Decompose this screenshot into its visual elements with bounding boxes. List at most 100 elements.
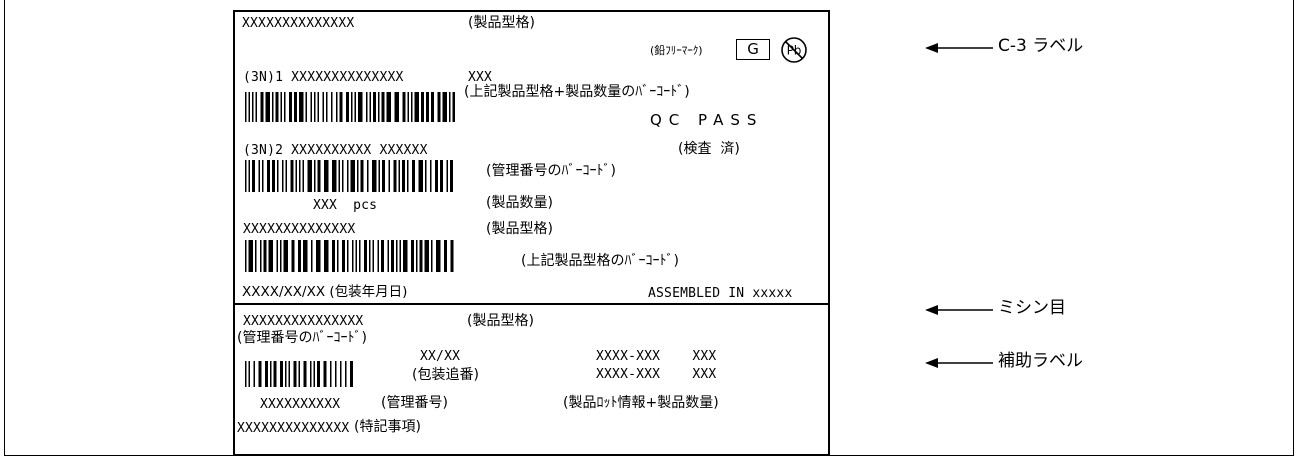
barcode-bar	[280, 92, 282, 122]
barcode-bar	[245, 240, 247, 272]
barcode-bar	[364, 240, 367, 272]
barcode-bar	[418, 160, 423, 192]
special-notes: XXXXXXXXXXXXXX	[237, 421, 350, 436]
assembled-in: ASSEMBLED IN xxxxx	[648, 286, 793, 301]
barcode-bar	[323, 361, 327, 387]
barcode-bar	[310, 92, 312, 122]
barcode-bar	[446, 160, 448, 192]
barcode-bar	[311, 240, 313, 272]
barcode-bar	[324, 240, 329, 272]
barcode-bar	[382, 160, 385, 192]
barcode-bar	[272, 160, 275, 192]
barcode-bar	[285, 361, 287, 387]
barcode-bar	[386, 92, 391, 122]
barcode-bar	[437, 92, 441, 122]
callout-c3-label: C-3 ラベル	[998, 36, 1084, 56]
barcode-bar	[381, 240, 384, 272]
packing-date: XXXX/XX/XX (包装年月日)	[242, 284, 408, 300]
barcode-bar	[332, 160, 337, 192]
barcode-bar	[452, 92, 455, 122]
barcode-bar	[339, 92, 343, 122]
barcode-bar	[442, 92, 447, 122]
barcode-bar	[317, 92, 319, 122]
barcode-bar	[373, 92, 376, 122]
line-3n1: (3N)1 XXXXXXXXXXXXXX	[243, 70, 404, 85]
barcode2-note: (管理番号のﾊﾞｰｺｰﾄﾞ)	[486, 163, 616, 179]
barcode-bar	[424, 240, 429, 272]
lead-free-label: (鉛ﾌﾘｰﾏｰｸ)	[650, 44, 703, 57]
barcode-bar	[324, 160, 329, 192]
barcode-bar	[299, 92, 304, 122]
barcode-bar	[350, 361, 353, 387]
lot-info-note: (製品ﾛｯﾄ情報+製品数量)	[563, 395, 719, 411]
c3-label-arrow	[925, 43, 993, 53]
barcode-bar	[444, 240, 447, 272]
barcode-bar	[407, 92, 409, 122]
barcode-bar	[393, 160, 397, 192]
pack-seq-note: (包装追番)	[412, 367, 479, 383]
lead-free-g-mark: G	[736, 39, 770, 60]
barcode-bar	[381, 92, 385, 122]
quantity-pcs: XXX pcs	[313, 198, 378, 213]
barcode-bar	[402, 92, 406, 122]
barcode-bar	[265, 92, 270, 122]
model-code: XXXXXXXXXXXXXX	[242, 16, 355, 31]
pb-free-icon: Pb	[781, 37, 807, 63]
barcode-bar	[316, 240, 321, 272]
barcode-bar	[262, 160, 264, 192]
barcode-bar	[411, 240, 414, 272]
barcode-bar	[291, 240, 295, 272]
barcode-bar	[407, 160, 409, 192]
mgmt-number: XXXXXXXXXX	[260, 397, 341, 412]
barcode-bar	[267, 160, 270, 192]
barcode-bar	[388, 160, 390, 192]
barcode-bar	[248, 361, 250, 387]
line-3n1-qty: XXX	[468, 70, 493, 85]
barcode-bar	[245, 361, 247, 387]
barcode-bar	[425, 160, 427, 192]
barcode-bar	[372, 160, 377, 192]
barcode-bar	[399, 240, 401, 272]
barcode-bar	[275, 92, 279, 122]
barcode-bar	[355, 240, 357, 272]
barcode-bar	[335, 361, 337, 387]
barcode-bar	[347, 240, 349, 272]
barcode-bar	[284, 92, 286, 122]
aux-barcode	[245, 361, 353, 387]
barcode-bar	[346, 92, 349, 122]
barcode-bar	[345, 361, 347, 387]
barcode-bar	[280, 361, 283, 387]
barcode-bar	[314, 160, 316, 192]
barcode-bar	[248, 160, 250, 192]
barcode-bar	[426, 92, 429, 122]
barcode-bar	[299, 160, 301, 192]
barcode-bar	[282, 160, 284, 192]
lot-line-2: XXXX-XXX XXX	[596, 367, 717, 382]
line-3n2: (3N)2 XXXXXXXXXX XXXXXX	[243, 143, 428, 158]
special-notes-note: (特記事項)	[354, 419, 421, 435]
aux-model-note: (製品型格)	[467, 313, 534, 329]
inspected-stamp: (検査 済)	[678, 141, 740, 157]
barcode-bar	[298, 240, 301, 272]
barcode-bar	[358, 92, 363, 122]
barcode-bar	[310, 361, 312, 387]
barcode-bar	[402, 160, 405, 192]
aux-mgmt-barcode-note: (管理番号のﾊﾞｰｺｰﾄﾞ)	[237, 330, 367, 346]
barcode-bar	[280, 240, 282, 272]
barcode-bar	[391, 240, 394, 272]
barcode-bar	[263, 240, 267, 272]
barcode-bar	[337, 240, 339, 272]
barcode-bar	[440, 160, 443, 192]
barcode-bar	[377, 240, 379, 272]
barcode-bar	[255, 92, 257, 122]
barcode-bar	[317, 361, 320, 387]
barcode-bar	[317, 160, 321, 192]
barcode-bar	[270, 361, 272, 387]
barcode-bar	[369, 240, 371, 272]
barcode-bar	[326, 92, 328, 122]
lot-line-1: XXXX-XXX XXX	[596, 349, 717, 364]
barcode-bar	[359, 240, 361, 272]
perforation-line	[233, 303, 830, 305]
barcode-bar	[357, 160, 359, 192]
barcode-bar	[449, 92, 451, 122]
